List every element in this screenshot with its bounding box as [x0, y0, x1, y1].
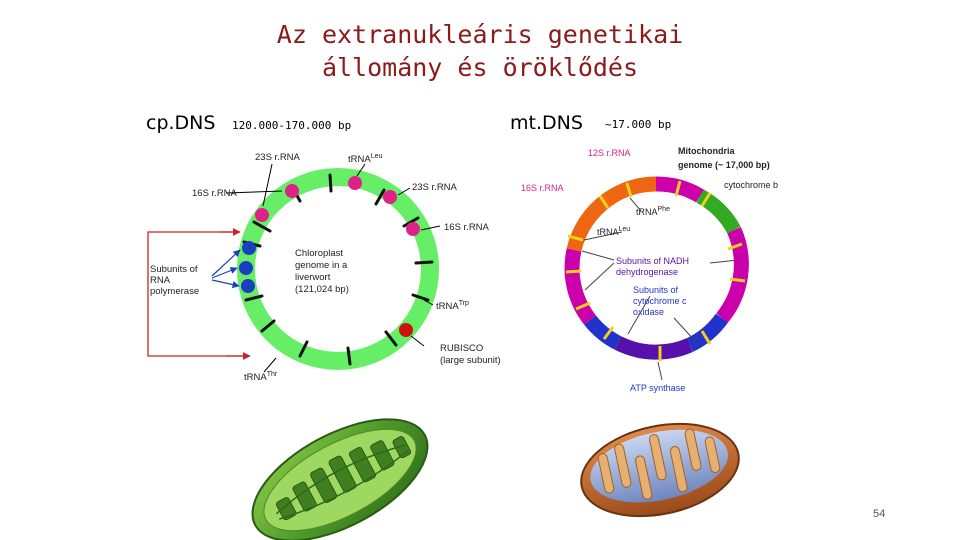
mt-segment-left-magenta: [564, 248, 597, 325]
mt-title-line-2: genome (~ 17,000 bp): [678, 160, 770, 170]
mt-segment-bottom-purple: [614, 336, 694, 360]
cp-label-23s-top: 23S r.RNA: [255, 152, 301, 163]
page-number: 54: [873, 508, 886, 520]
cox-label-3: oxidase: [633, 307, 664, 317]
cp-label-23s-right: 23S r.RNA: [412, 182, 458, 193]
cp-label-trna-trp: tRNATrp: [436, 300, 469, 312]
cristae-folds: [597, 428, 721, 500]
mt-label-cytb: cytochrome b: [724, 180, 778, 190]
rna-polymerase-arrows: [211, 249, 241, 289]
rna-polymerase-label-2: RNA: [150, 275, 171, 286]
rna-polymerase-label-3: polymerase: [150, 286, 199, 297]
chloroplast-illustration: [251, 418, 429, 540]
mt-segment-left-blue: [584, 315, 622, 350]
mt-segment-right-magenta: [716, 226, 749, 323]
cp-label-trna-thr: tRNAThr: [244, 371, 278, 383]
mt-segment-12s: [602, 176, 657, 207]
cox-label-2: cytochrome c: [633, 296, 687, 306]
mt-pointer-lines: [581, 197, 739, 381]
title-line-1: Az extranukleáris genetikai: [276, 20, 684, 49]
rna-polymerase-label-1: Subunits of: [150, 264, 198, 275]
mt-dna-label: mt.DNS: [510, 112, 583, 134]
nadh-label-2: dehydrogenase: [616, 267, 678, 277]
mt-title-line-1: Mitochondria: [678, 146, 735, 156]
mt-label-trna-phe: tRNAPhe: [636, 206, 670, 217]
mt-segment-16s: [566, 193, 612, 252]
red-bracket-arrows: [147, 231, 246, 357]
cp-label-16s-right: 16S r.RNA: [444, 222, 490, 233]
mt-label-trna-leu: tRNALeu: [597, 226, 630, 237]
mt-segment-cytb: [696, 189, 741, 234]
chloroplast-genome-diagram: 23S r.RNA tRNALeu 16S r.RNA 23S r.RNA 16…: [147, 152, 501, 383]
atp-synthase-label: ATP synthase: [630, 383, 685, 393]
rubisco-marker: [399, 323, 413, 337]
mt-label-12s: 12S r.RNA: [588, 148, 631, 158]
cp-dna-label: cp.DNS: [146, 112, 216, 134]
title-line-2: állomány és öröklődés: [321, 53, 639, 82]
rubisco-sublabel: (large subunit): [440, 355, 501, 366]
cp-center-line-3: liverwort: [295, 272, 331, 283]
cp-rrna-markers: [255, 176, 420, 236]
slide-title: Az extranukleáris genetikai állomány és …: [0, 18, 960, 84]
mt-trna-stripes: [565, 180, 746, 361]
cp-center-line-4: (121,024 bp): [295, 284, 349, 295]
cp-rna-polymerase-markers: [239, 241, 256, 293]
cox-label-1: Subunits of: [633, 285, 679, 295]
cp-center-line-2: genome in a: [295, 260, 348, 271]
nadh-label-1: Subunits of NADH: [616, 256, 689, 266]
cp-center-line-1: Chloroplast: [295, 248, 343, 259]
mt-segment-bottom-blue: [686, 313, 729, 352]
cp-label-trna-leu: tRNALeu: [348, 153, 382, 165]
mitochondrion-illustration: [580, 422, 740, 518]
rubisco-label: RUBISCO: [440, 343, 483, 354]
mt-label-16s: 16S r.RNA: [521, 183, 564, 193]
cp-label-16s-left: 16S r.RNA: [192, 188, 238, 199]
cp-dna-size: 120.000-170.000 bp: [232, 119, 352, 132]
cp-pointer-lines: [225, 163, 441, 373]
mt-dna-size: ~17.000 bp: [605, 118, 672, 131]
mitochondria-genome-diagram: 12S r.RNA 16S r.RNA Mitochondria genome …: [521, 146, 778, 393]
